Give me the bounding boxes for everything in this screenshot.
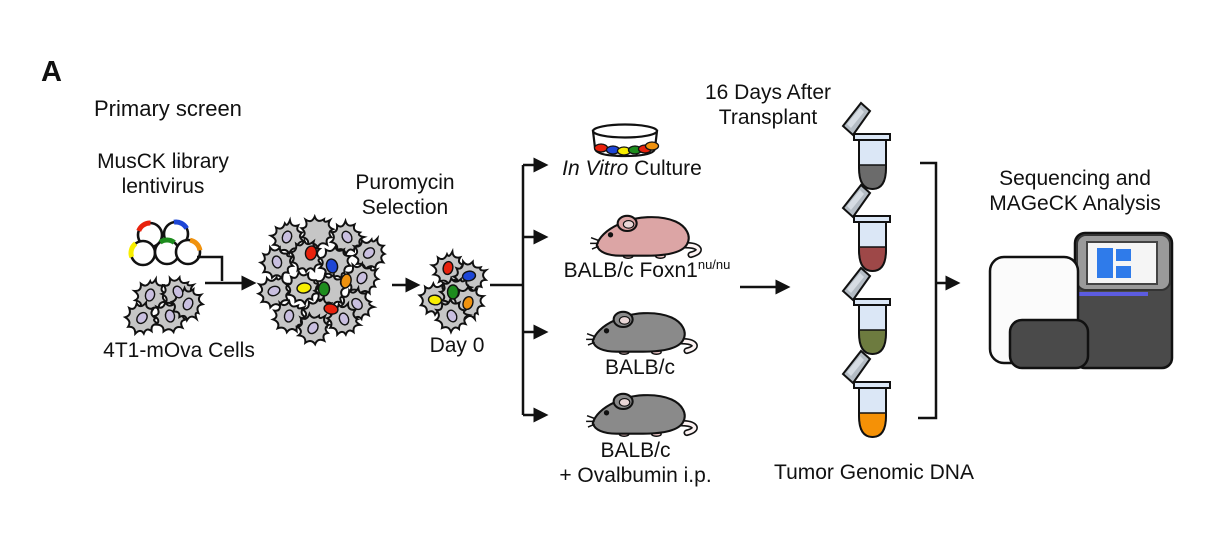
culture-dish [591, 123, 660, 158]
nude-mouse-label: BALB/c Foxn1nu/nu [563, 257, 731, 282]
screen-tiles [1097, 248, 1131, 278]
parental-cell-cluster [120, 269, 212, 341]
plasmid-circles [128, 219, 203, 268]
balbc-mouse [586, 312, 695, 354]
balbc-label: BALB/c [604, 356, 676, 379]
transduction-arrow [197, 255, 257, 291]
analysis-label: Sequencing and MAGeCK Analysis [989, 167, 1161, 215]
library-label: MusCK library lentivirus [97, 150, 229, 198]
sequencer-machine [988, 231, 1174, 370]
balbc-ova-label: BALB/c + Ovalbumin i.p. [559, 439, 712, 487]
sequencer-drawer [1008, 318, 1090, 370]
balbc-ova-mouse [586, 394, 695, 436]
nude-mouse [590, 216, 699, 258]
day0-cell-cluster [412, 246, 493, 333]
figure-title: Primary screen [94, 96, 242, 121]
transduced-cell-cluster [251, 206, 394, 353]
day0-label: Day 0 [429, 334, 485, 357]
invitro-label: In Vitro Culture [562, 157, 702, 180]
timepoint-label: 16 Days After Transplant [704, 81, 832, 129]
cells-label: 4T1-mOva Cells [103, 339, 255, 362]
tube-balbc-ova [842, 350, 891, 438]
genomic-dna-label: Tumor Genomic DNA [774, 461, 974, 484]
pooling-bracket [918, 161, 961, 420]
tube-invitro [842, 102, 891, 190]
lentivirus-plasmids [128, 219, 203, 268]
selection-label: Puromycin Selection [355, 171, 455, 219]
status-light-bar [1078, 292, 1148, 296]
panel-letter: A [41, 56, 62, 88]
tube-balbc [842, 267, 891, 355]
branch-connector [490, 157, 549, 423]
tube-nude [842, 184, 891, 272]
